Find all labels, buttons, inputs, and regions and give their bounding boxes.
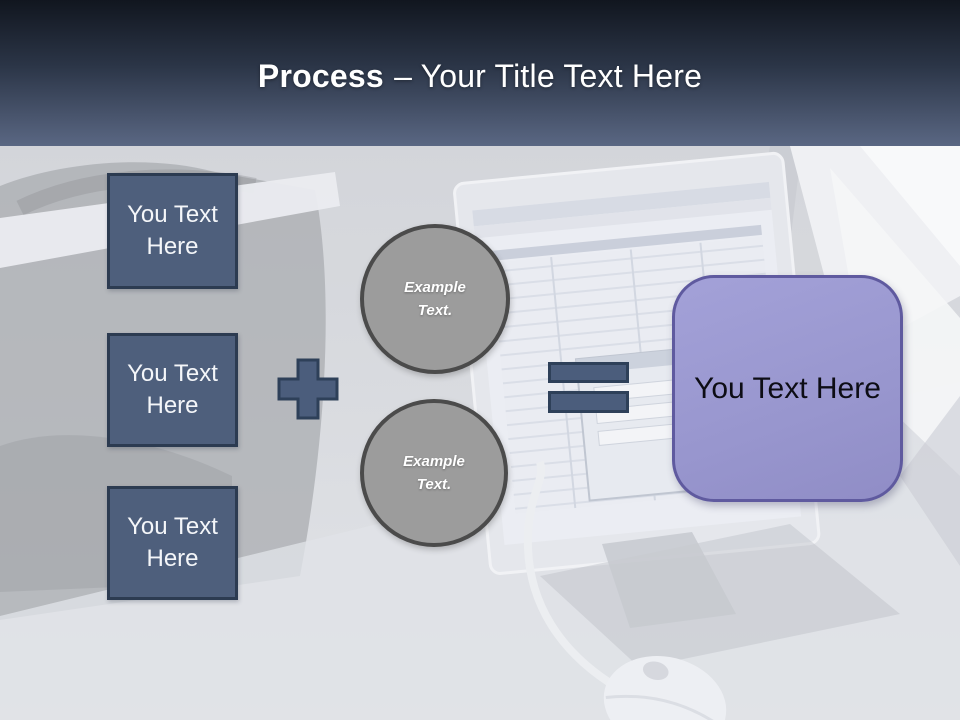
- example-circle-1: Example Text.: [360, 224, 510, 374]
- equals-icon: [548, 362, 629, 413]
- title-subtitle: – Your Title Text Here: [394, 57, 703, 94]
- equals-bar-top: [548, 362, 629, 383]
- example-circle-label: Example Text.: [404, 278, 466, 319]
- equals-bar-bottom: [548, 391, 629, 413]
- result-box-label: You Text Here: [694, 371, 881, 405]
- process-box-label: You Text Here: [127, 513, 218, 572]
- process-box-3: You Text Here: [107, 486, 238, 600]
- example-circle-2: Example Text.: [360, 399, 508, 547]
- page-title: Process – Your Title Text Here: [258, 58, 702, 95]
- process-box-label: You Text Here: [127, 201, 218, 260]
- result-box: You Text Here: [672, 275, 903, 502]
- process-box-1: You Text Here: [107, 173, 238, 289]
- title-keyword: Process: [257, 57, 384, 94]
- process-box-2: You Text Here: [107, 333, 238, 447]
- process-box-label: You Text Here: [127, 360, 218, 419]
- example-circle-label: Example Text.: [403, 452, 465, 493]
- plus-icon: [276, 357, 340, 421]
- slide-header: Process – Your Title Text Here: [0, 0, 960, 146]
